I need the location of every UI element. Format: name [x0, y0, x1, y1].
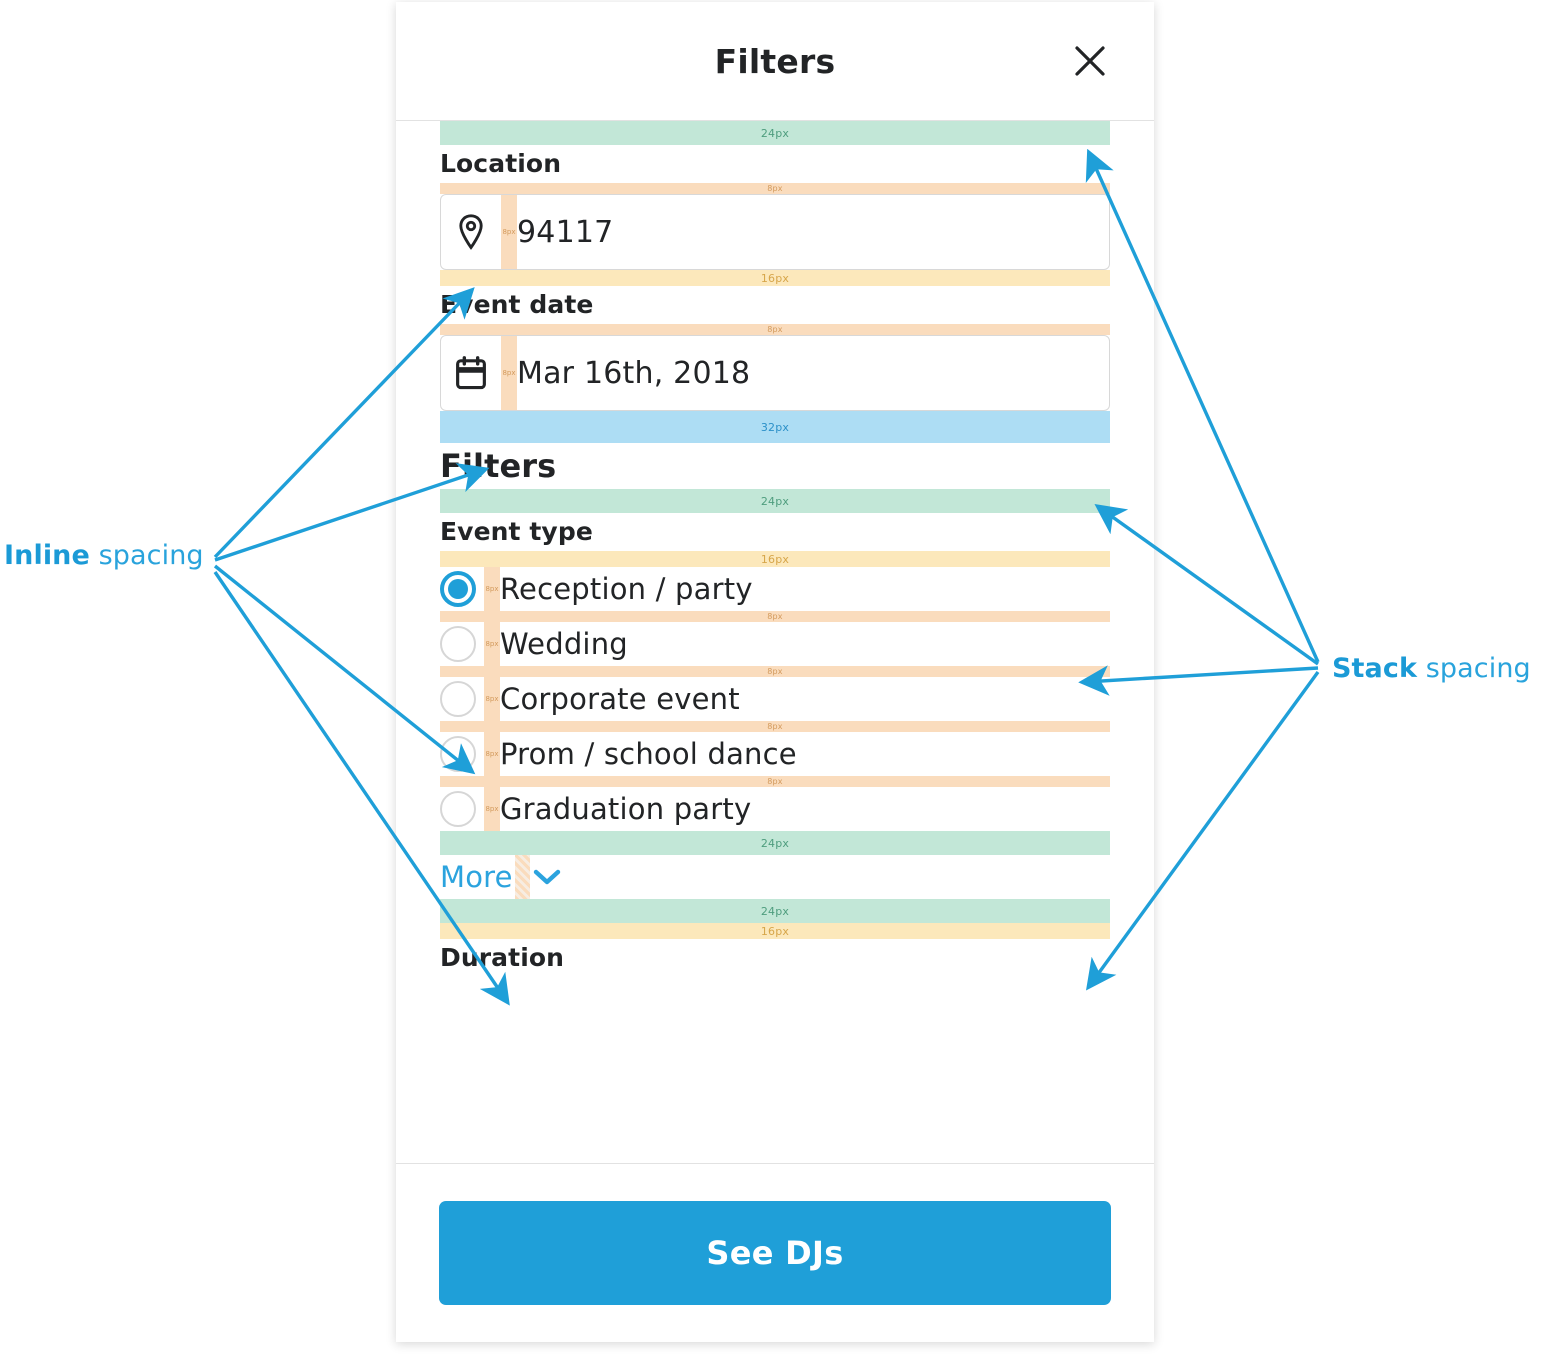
page-title: Filters — [714, 41, 836, 81]
spacer-stack-24-before-more: 24px — [440, 831, 1110, 855]
radio-option-wedding[interactable]: 8px Wedding — [440, 622, 1110, 666]
radio-label: Corporate event — [500, 682, 740, 716]
filters-modal: Filters 24px Location 8px — [396, 2, 1154, 1342]
radio-dot — [440, 736, 476, 772]
spacer-label: 32px — [760, 420, 790, 434]
radio-option-prom[interactable]: 8px Prom / school dance — [440, 732, 1110, 776]
radio-control[interactable] — [440, 571, 484, 607]
spacer-stack-24-filters: 24px — [440, 489, 1110, 513]
more-row: More — [440, 855, 1110, 899]
annotation-stack-rest: spacing — [1417, 653, 1531, 684]
spacer-stack-24-after-more: 24px — [440, 899, 1110, 923]
spacer-inline-8-location: 8px — [501, 195, 517, 269]
radio-label: Wedding — [500, 627, 628, 661]
radio-dot-selected — [440, 571, 476, 607]
spacer-stack-16-event-type: 16px — [440, 551, 1110, 567]
spacer-stack-8-radio: 8px — [440, 721, 1110, 732]
spacer-inline-8-radio: 8px — [484, 677, 500, 721]
spacer-stack-8-event-date: 8px — [440, 324, 1110, 335]
event-type-label: Event type — [440, 517, 593, 546]
event-date-field[interactable]: 8px Mar 16th, 2018 — [440, 335, 1110, 411]
event-date-value: Mar 16th, 2018 — [517, 355, 751, 391]
radio-dot — [440, 791, 476, 827]
close-icon — [1075, 46, 1105, 76]
spacer-label: 8px — [767, 324, 783, 334]
spacer-inline-8-radio: 8px — [484, 622, 500, 666]
annotation-inline-rest: spacing — [89, 540, 204, 571]
radio-label: Prom / school dance — [500, 737, 797, 771]
spacer-label: 8px — [767, 776, 783, 786]
filters-scroll-area[interactable]: 24px Location 8px 8px 94117 16px — [396, 121, 1154, 1164]
spacer-stack-8-location: 8px — [440, 183, 1110, 194]
spacer-label: 24px — [760, 836, 790, 850]
more-chevron-button[interactable] — [532, 867, 562, 887]
spacer-inline-8-radio: 8px — [484, 787, 500, 831]
spacer-label: 8px — [767, 721, 783, 731]
location-label: Location — [440, 149, 562, 178]
spacer-inline-8-event-date: 8px — [501, 336, 517, 410]
duration-label: Duration — [440, 943, 565, 972]
modal-footer: See DJs — [396, 1164, 1154, 1342]
radio-label: Graduation party — [500, 792, 752, 826]
spacer-stack-16-after-location: 16px — [440, 270, 1110, 286]
annotation-inline-spacing: Inline spacing — [4, 540, 204, 571]
spacer-inline-8-radio: 8px — [484, 567, 500, 611]
map-pin-icon — [441, 195, 501, 269]
radio-option-corporate[interactable]: 8px Corporate event — [440, 677, 1110, 721]
chevron-down-icon — [533, 869, 560, 885]
spacer-stack-32: 32px — [440, 411, 1110, 443]
more-button[interactable]: More — [440, 860, 513, 894]
spacer-stack-8-radio: 8px — [440, 611, 1110, 622]
spacer-inline-8-radio: 8px — [484, 732, 500, 776]
spacer-label: 16px — [760, 552, 790, 566]
see-djs-button[interactable]: See DJs — [439, 1201, 1111, 1305]
event-date-label: Event date — [440, 290, 594, 319]
spacer-stack-24-top: 24px — [440, 121, 1110, 145]
location-field[interactable]: 8px 94117 — [440, 194, 1110, 270]
spacer-label: 16px — [760, 271, 790, 285]
radio-control[interactable] — [440, 791, 484, 827]
radio-option-graduation[interactable]: 8px Graduation party — [440, 787, 1110, 831]
annotation-stack-bold: Stack — [1332, 653, 1418, 684]
spacer-inline-8-more — [514, 855, 530, 899]
radio-dot — [440, 681, 476, 717]
annotation-inline-bold: Inline — [4, 540, 90, 571]
radio-option-reception[interactable]: 8px Reception / party — [440, 567, 1110, 611]
spacer-stack-16-duration: 16px — [440, 923, 1110, 939]
radio-dot — [440, 626, 476, 662]
spacer-label: 8px — [767, 666, 783, 676]
modal-header: Filters — [396, 2, 1154, 121]
spacer-stack-8-radio: 8px — [440, 666, 1110, 677]
location-value: 94117 — [517, 214, 614, 250]
spacer-label: 24px — [760, 904, 790, 918]
spacer-stack-8-radio: 8px — [440, 776, 1110, 787]
spacer-label: 8px — [767, 183, 783, 193]
annotation-stack-spacing: Stack spacing — [1332, 653, 1531, 684]
calendar-icon — [441, 336, 501, 410]
spacer-label: 24px — [760, 494, 790, 508]
close-button[interactable] — [1068, 39, 1112, 83]
radio-control[interactable] — [440, 681, 484, 717]
radio-control[interactable] — [440, 626, 484, 662]
spacer-label: 8px — [767, 611, 783, 621]
spacer-label: 16px — [760, 924, 790, 938]
spacer-label: 24px — [760, 126, 790, 140]
filters-heading: Filters — [440, 447, 557, 485]
radio-control[interactable] — [440, 736, 484, 772]
radio-label: Reception / party — [500, 572, 753, 606]
